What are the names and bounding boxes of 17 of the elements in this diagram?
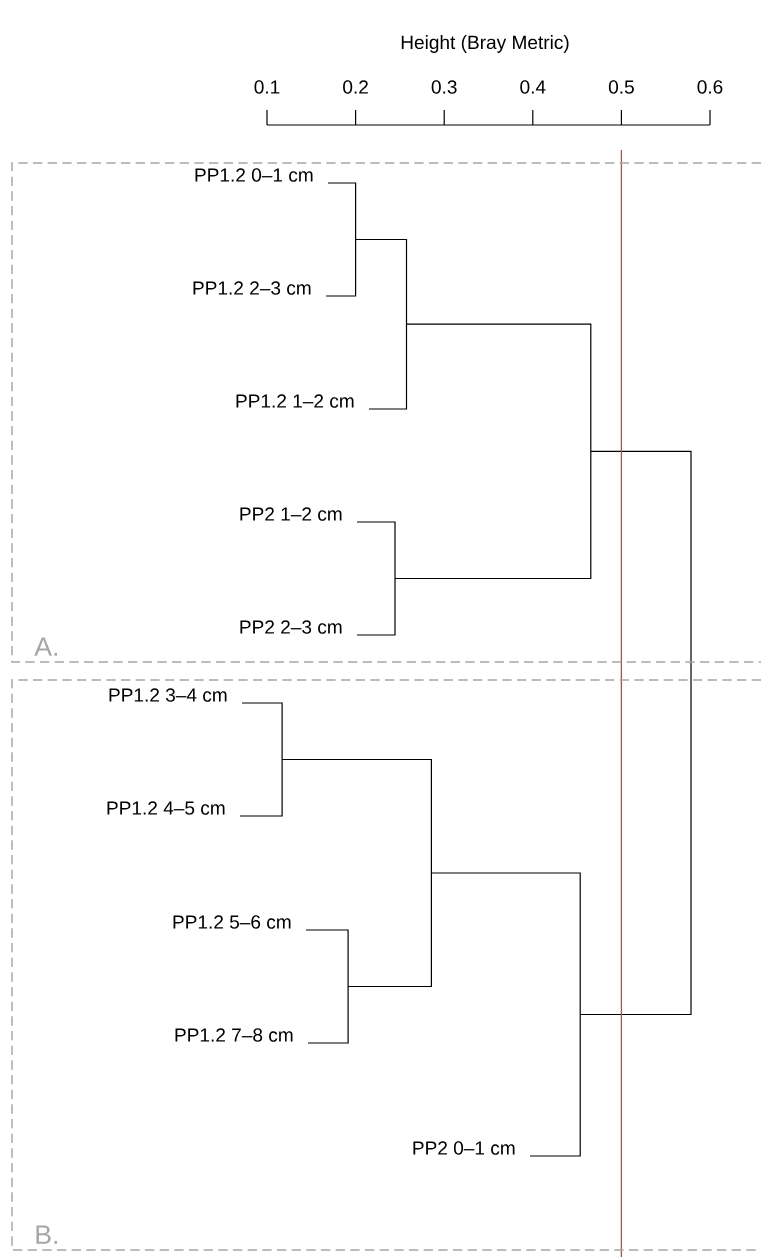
tick-label: 0.4 xyxy=(520,80,546,94)
sample-label: PP1.2 4–5 cm xyxy=(107,801,225,815)
tick-label: 0.3 xyxy=(431,80,457,94)
tick-label: 0.5 xyxy=(608,80,634,94)
axis-title: Height (Bray Metric) xyxy=(401,35,569,53)
tick-label: 0.2 xyxy=(343,80,368,94)
sample-label: PP1.2 7–8 cm xyxy=(175,1028,293,1042)
sample-label: PP1.2 3–4 cm xyxy=(109,688,227,702)
sample-label: PP1.2 5–6 cm xyxy=(173,915,291,929)
sample-label: PP2 0–1 cm xyxy=(413,1141,515,1155)
sample-label: PP1.2 2–3 cm xyxy=(193,281,311,295)
sample-label: PP1.2 1–2 cm xyxy=(236,394,354,408)
tick-label: 0.6 xyxy=(697,80,723,94)
sample-label: PP2 1–2 cm xyxy=(240,507,342,521)
sample-label: PP1.2 0–1 cm xyxy=(195,168,313,182)
tick-label: 0.1 xyxy=(254,80,280,94)
sample-label: PP2 2–3 cm xyxy=(240,620,342,634)
